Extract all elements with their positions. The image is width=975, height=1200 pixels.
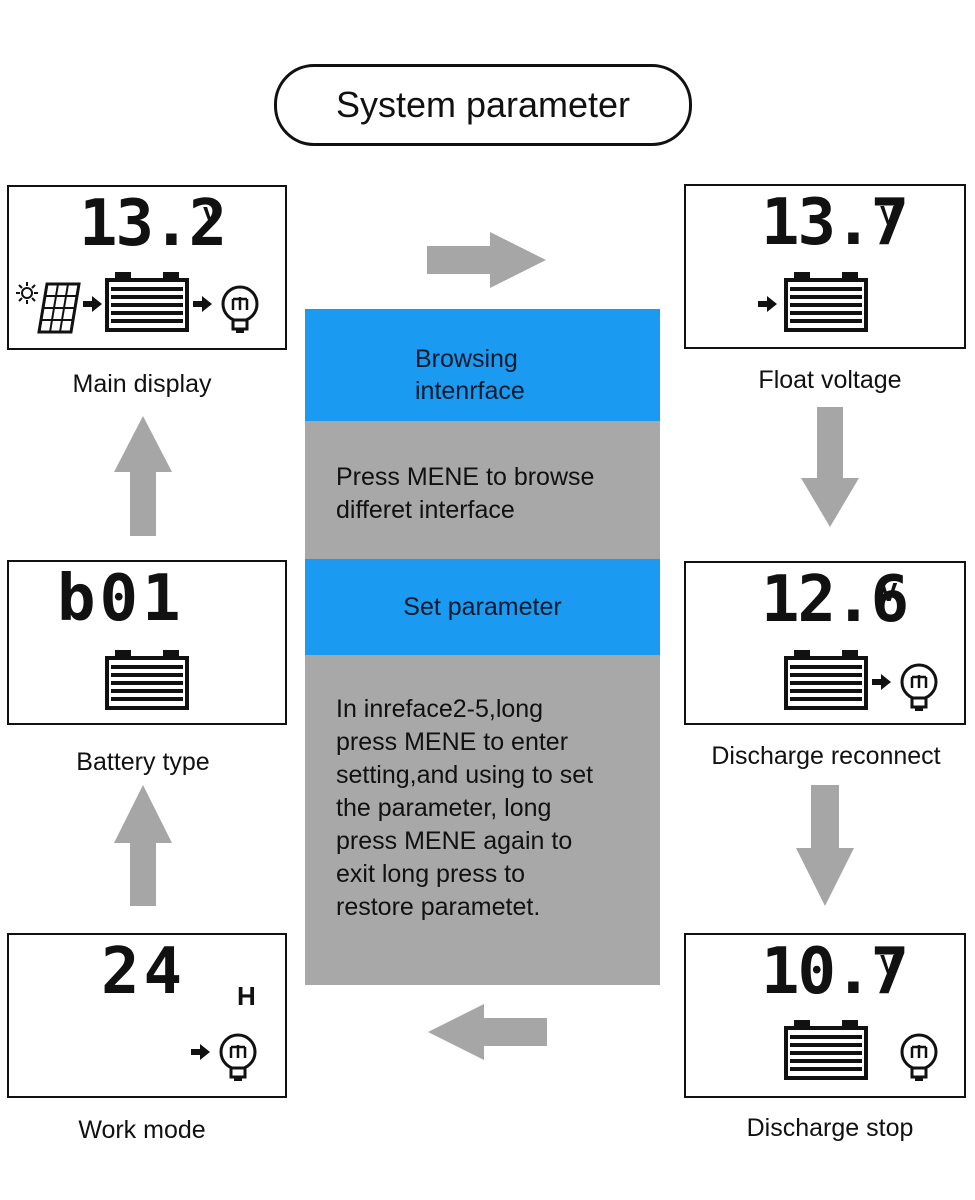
main-display-value: 13.2 (79, 187, 227, 261)
discharge-stop-caption: Discharge stop (746, 1114, 914, 1142)
main-display-unit: V (203, 201, 221, 231)
battery-icon (784, 648, 868, 710)
discharge-reconnect-caption: Discharge reconnect (711, 742, 941, 770)
discharge-stop-unit: V (880, 949, 898, 979)
battery-icon (784, 270, 868, 332)
arrow-icon (193, 296, 212, 312)
browsing-interface-text: Press MENE to browse differet interface (336, 463, 595, 524)
flow-arrow-right (427, 232, 546, 288)
solar-panel-icon (37, 282, 81, 334)
set-parameter-title: Set parameter (403, 592, 562, 621)
lamp-icon (900, 1033, 938, 1083)
float-voltage-caption: Float voltage (758, 366, 902, 394)
flow-arrow-up (114, 416, 172, 536)
flow-arrow-down (796, 785, 854, 906)
lamp-icon (219, 1033, 257, 1083)
browsing-interface-header: Browsing intenrface (305, 309, 660, 421)
set-parameter-body: In inreface2-5,long press MENE to enter … (305, 655, 660, 985)
flow-arrow-up (114, 785, 172, 906)
float-voltage-value: 13.7 (761, 186, 909, 260)
arrow-icon (191, 1044, 210, 1060)
battery-icon (784, 1018, 868, 1080)
battery-type-value: b01 (57, 562, 185, 636)
diagram-title: System parameter (274, 64, 692, 146)
battery-icon (105, 648, 189, 710)
flow-arrow-left (428, 1004, 547, 1060)
lamp-icon (900, 663, 938, 713)
battery-icon (105, 270, 189, 332)
work-mode-caption: Work mode (78, 1116, 206, 1144)
flow-arrow-down (801, 407, 859, 527)
float-voltage-unit: V (880, 200, 898, 230)
discharge-stop-value: 10.7 (761, 935, 909, 1009)
sun-icon (16, 282, 38, 304)
discharge-reconnect-panel: 12.6 V (684, 561, 966, 725)
discharge-reconnect-unit: V (880, 577, 898, 607)
work-mode-unit: H (237, 981, 256, 1011)
lamp-icon (221, 285, 259, 335)
browsing-interface-title: Browsing intenrface (415, 345, 525, 405)
arrow-icon (758, 296, 777, 312)
main-display-caption: Main display (72, 370, 212, 398)
arrow-icon (83, 296, 102, 312)
battery-type-caption: Battery type (76, 748, 210, 776)
set-parameter-header: Set parameter (305, 559, 660, 655)
arrow-icon (872, 674, 891, 690)
set-parameter-text: In inreface2-5,long press MENE to enter … (336, 695, 594, 921)
browsing-interface-body: Press MENE to browse differet interface (305, 421, 660, 559)
work-mode-value: 24 (101, 935, 187, 1009)
discharge-reconnect-value: 12.6 (761, 563, 909, 637)
